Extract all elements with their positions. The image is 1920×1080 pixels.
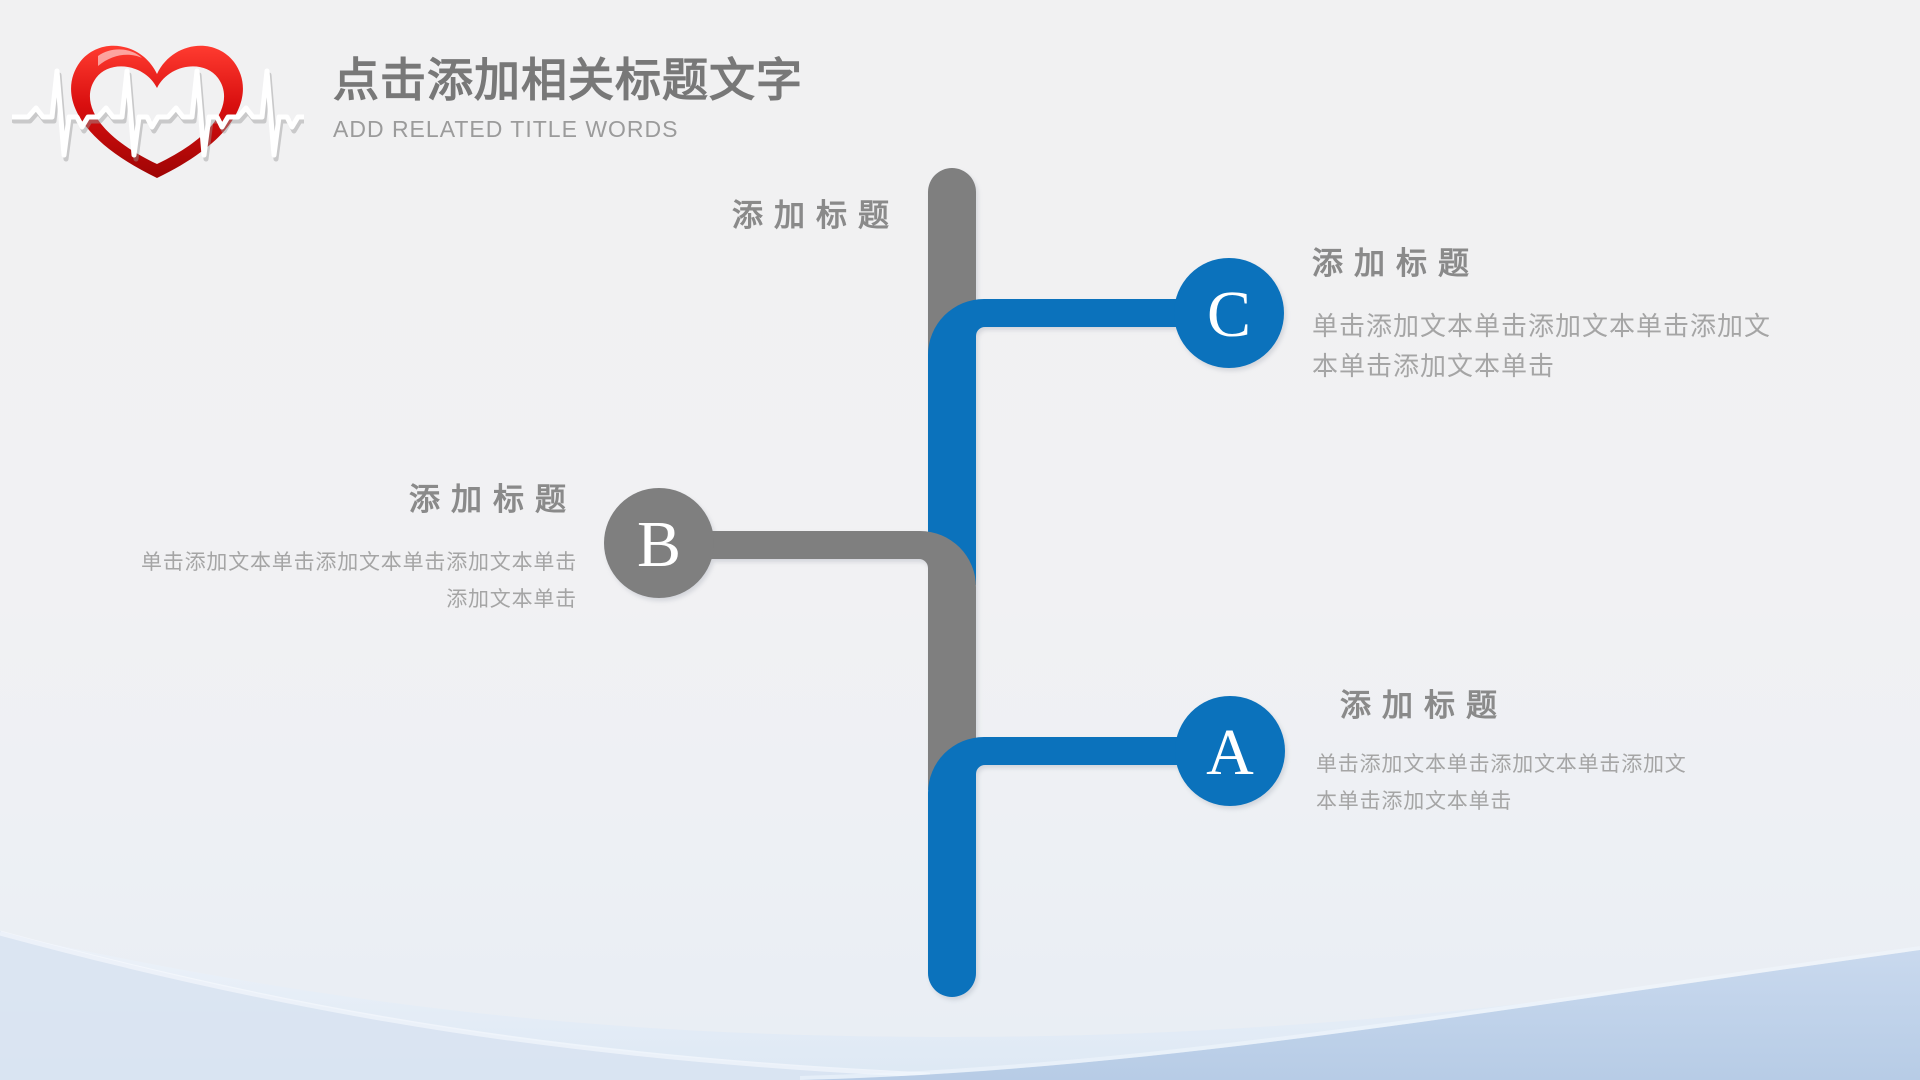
heart-icon xyxy=(71,45,243,178)
node-b-text-block: 添加标题 单击添加文本单击添加文本单击添加文本单击添加文本单击 xyxy=(132,482,577,618)
wave-right-dark xyxy=(800,950,1920,1080)
page-subtitle: ADD RELATED TITLE WORDS xyxy=(333,116,679,142)
node-c-body[interactable]: 单击添加文本单击添加文本单击添加文本单击添加文本单击 xyxy=(1312,311,1772,381)
node-a-text-block: 添加标题 单击添加文本单击添加文本单击添加文本单击添加文本单击 xyxy=(1316,688,1701,820)
node-c-title[interactable]: 添加标题 xyxy=(1312,246,1480,281)
node-a-title[interactable]: 添加标题 xyxy=(1340,688,1508,723)
wave-left xyxy=(0,931,990,1080)
node-b-title[interactable]: 添加标题 xyxy=(409,482,577,517)
node-c-text-block: 添加标题 单击添加文本单击添加文本单击添加文本单击添加文本单击 xyxy=(1312,246,1792,386)
wave-decoration xyxy=(0,930,1920,1080)
node-letter-a: A xyxy=(1206,716,1254,789)
heart-highlight xyxy=(98,49,142,66)
wave-left-sheen xyxy=(0,930,931,1078)
page-title[interactable]: 点击添加相关标题文字 xyxy=(333,54,803,106)
node-circle-c[interactable] xyxy=(1174,258,1284,368)
top-branch-label[interactable]: 添加标题 xyxy=(732,198,900,233)
node-b-body[interactable]: 单击添加文本单击添加文本单击添加文本单击添加文本单击 xyxy=(141,551,577,611)
wave-right-sheen xyxy=(799,946,1920,1080)
node-circle-a[interactable] xyxy=(1175,696,1285,806)
node-a-body[interactable]: 单击添加文本单击添加文本单击添加文本单击添加文本单击 xyxy=(1316,753,1687,813)
heart-ecg-logo xyxy=(12,45,304,178)
ecg-line-icon xyxy=(12,68,304,162)
node-letter-b: B xyxy=(637,508,681,581)
node-letter-c: C xyxy=(1207,278,1251,351)
header: 点击添加相关标题文字 ADD RELATED TITLE WORDS xyxy=(333,52,803,143)
node-circle-b[interactable] xyxy=(604,488,714,598)
